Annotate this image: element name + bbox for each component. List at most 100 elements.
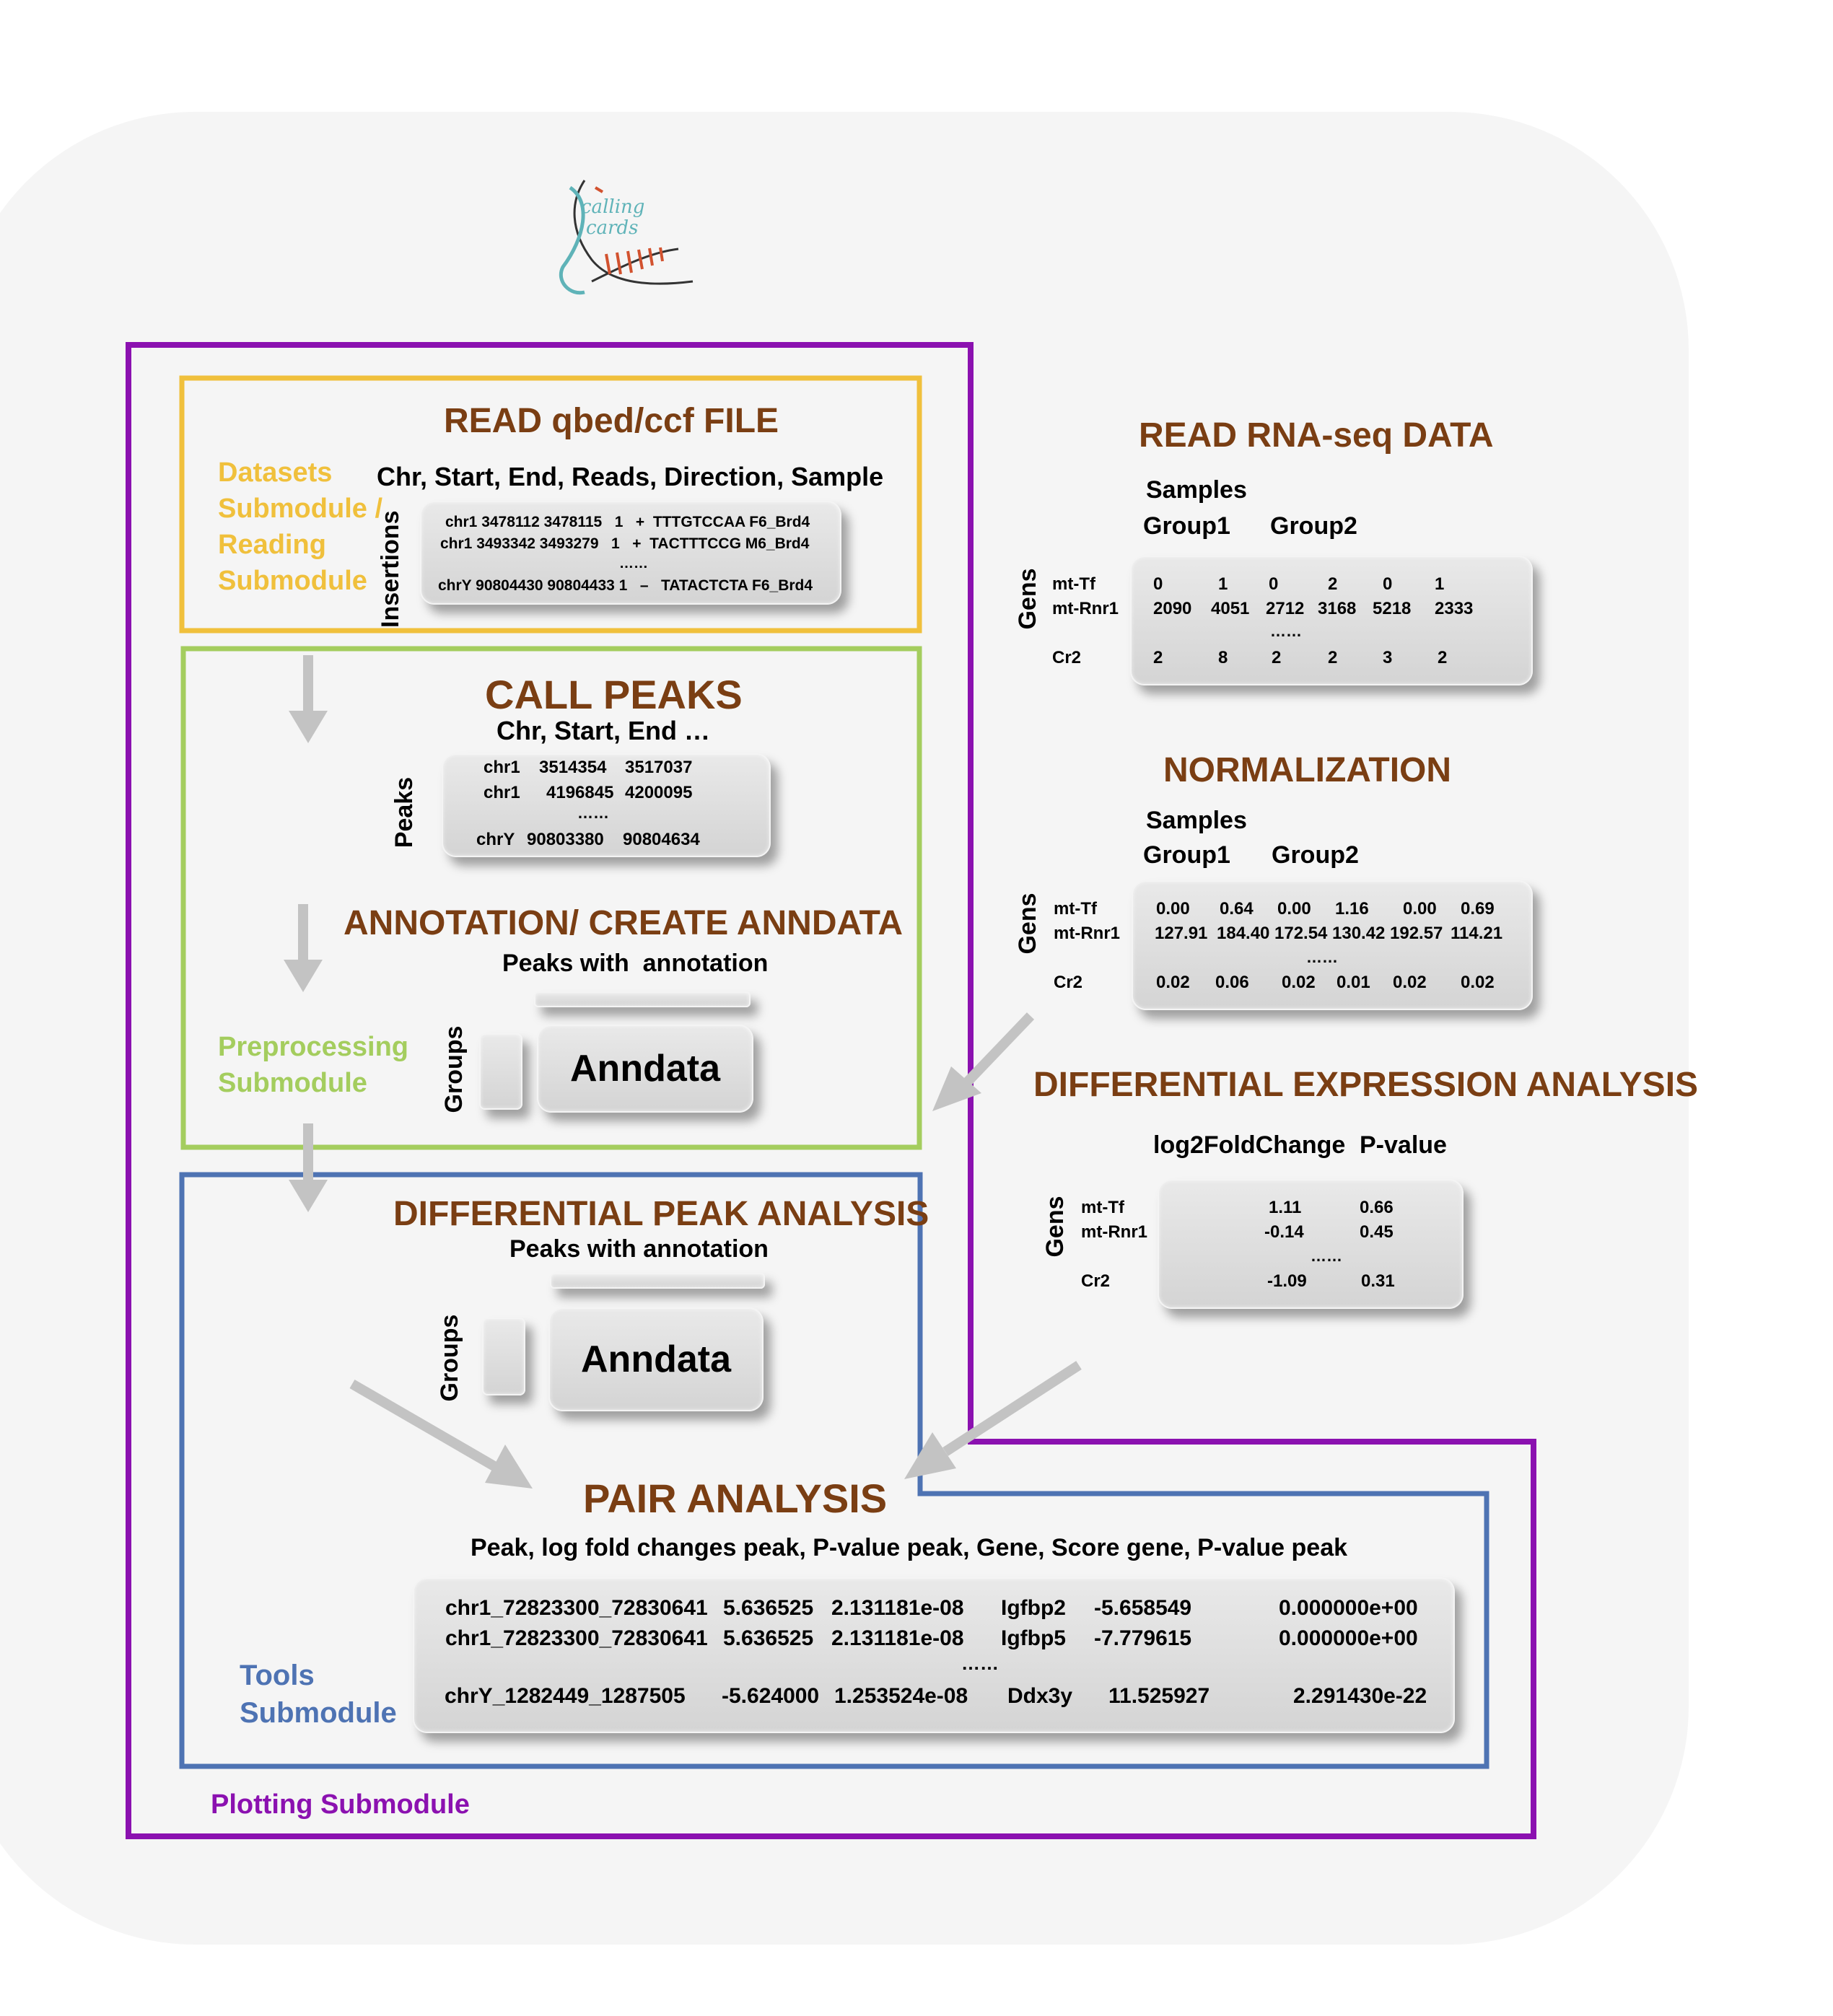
gene-label: Cr2 — [1052, 648, 1082, 667]
preprocessing-submodule-label: Preprocessing Submodule — [218, 1029, 408, 1101]
annotation-title: ANNOTATION/ CREATE ANNDATA — [344, 904, 904, 942]
pair-analysis-panel — [413, 1577, 1455, 1733]
peak-start: 90803380 — [527, 830, 604, 849]
reading-submodule-line: Submodule / — [218, 494, 382, 525]
preprocessing-submodule-line: Preprocessing — [218, 1032, 408, 1062]
dea-col-pvalue: P-value — [1360, 1131, 1447, 1159]
dea-lfc: 1.11 — [1269, 1198, 1302, 1217]
pair-gene: Igfbp2 — [1001, 1596, 1066, 1620]
rna-count: 2 — [1272, 648, 1282, 667]
reading-submodule-label: Datasets Submodule / Reading Submodule — [218, 455, 382, 600]
logo-text-calling: calling — [581, 196, 644, 218]
reading-submodule-line: Reading — [218, 530, 326, 561]
pair-peak: chrY_1282449_1287505 — [445, 1684, 686, 1708]
rna-group2-label: Group2 — [1270, 512, 1357, 540]
pair-pvalue-peak: 1.253524e-08 — [834, 1684, 968, 1708]
plotting-submodule-label: Plotting Submodule — [211, 1789, 470, 1820]
dea-pvalue: 0.45 — [1360, 1222, 1394, 1242]
gene-label: mt-Tf — [1054, 899, 1097, 919]
groups-bar — [482, 1318, 525, 1395]
rna-count: 1 — [1435, 574, 1445, 594]
reading-submodule-line: Submodule — [218, 566, 367, 597]
dea-panel — [1158, 1179, 1464, 1309]
rna-title: READ RNA-seq DATA — [1139, 416, 1494, 455]
norm-value: 0.64 — [1220, 899, 1254, 919]
norm-value: 130.42 — [1332, 924, 1386, 943]
pair-lfc: 5.636525 — [723, 1596, 814, 1620]
annotation-var-bar — [534, 991, 751, 1007]
gene-label: mt-Tf — [1081, 1198, 1124, 1217]
rna-count: 5218 — [1373, 599, 1412, 618]
pair-peak: chr1_72823300_72830641 — [445, 1596, 708, 1620]
norm-value: 1.16 — [1335, 899, 1369, 919]
arrow-diffpeak-to-pair — [349, 1379, 501, 1473]
peaks-axis-label: Peaks — [390, 776, 418, 849]
dea-pvalue: 0.66 — [1360, 1198, 1394, 1217]
anndata-box: Anndata — [548, 1307, 764, 1411]
norm-value: 0.06 — [1215, 973, 1249, 992]
rna-samples-label: Samples — [1146, 476, 1247, 504]
dea-lfc: -1.09 — [1267, 1271, 1307, 1291]
pair-gene: Ddx3y — [1007, 1684, 1073, 1708]
gene-label: Cr2 — [1054, 973, 1083, 992]
norm-samples-label: Samples — [1146, 807, 1247, 834]
pair-pvalue: 0.000000e+00 — [1279, 1596, 1418, 1620]
dea-col-lfc: log2FoldChange — [1153, 1131, 1346, 1159]
norm-value: 0.01 — [1337, 973, 1370, 992]
peak-start: 4196845 — [546, 783, 614, 802]
diff-peak-var-bar — [550, 1273, 765, 1289]
insertion-row: chr1 3493342 3493279 1 + TACTTTCCG M6_Br… — [440, 535, 810, 552]
rna-count: 1 — [1218, 574, 1228, 594]
peak-chr: chrY — [476, 830, 515, 849]
norm-ellipsis: …… — [1306, 948, 1338, 966]
gene-label: mt-Rnr1 — [1081, 1222, 1148, 1242]
insertion-row: chrY 90804430 90804433 1 – TATACTCTA F6_… — [438, 577, 813, 594]
gene-label: mt-Tf — [1052, 574, 1095, 594]
groups-axis-label: Groups — [440, 1025, 468, 1113]
rna-count: 3 — [1383, 648, 1393, 667]
plotting-submodule-frame — [126, 342, 1536, 1839]
peak-end: 90804634 — [623, 830, 700, 849]
norm-value: 184.40 — [1217, 924, 1270, 943]
annotation-subtitle: Peaks with annotation — [502, 950, 769, 977]
rna-count: 2712 — [1266, 599, 1305, 618]
rna-count: 2 — [1153, 648, 1163, 667]
preprocessing-submodule-frame — [180, 646, 922, 1150]
pair-ellipsis: …… — [961, 1652, 999, 1674]
arrow-norm-to-anndata — [963, 1012, 1035, 1086]
pair-lfc: -5.624000 — [722, 1684, 820, 1708]
read-qbed-title: READ qbed/ccf FILE — [444, 402, 779, 440]
pair-gene: Igfbp5 — [1001, 1626, 1066, 1650]
gens-axis-label: Gens — [1014, 568, 1041, 630]
rna-count: 2 — [1328, 574, 1338, 594]
dea-ellipsis: …… — [1311, 1247, 1342, 1265]
norm-value: 172.54 — [1274, 924, 1328, 943]
dea-title: DIFFERENTIAL EXPRESSION ANALYSIS — [1033, 1066, 1699, 1104]
tools-submodule-line: Submodule — [240, 1697, 397, 1729]
insertion-ellipsis: …… — [619, 556, 648, 571]
rna-count: 3168 — [1318, 599, 1357, 618]
arrow-dea-to-pair — [942, 1361, 1082, 1456]
pair-analysis-title: PAIR ANALYSIS — [583, 1476, 888, 1521]
norm-value: 192.57 — [1390, 924, 1443, 943]
peak-ellipsis: …… — [577, 804, 609, 822]
gene-label: Cr2 — [1081, 1271, 1111, 1291]
pair-pvalue-peak: 2.131181e-08 — [831, 1626, 964, 1650]
norm-value: 0.02 — [1282, 973, 1316, 992]
insertion-row: chr1 3478112 3478115 1 + TTTGTCCAA F6_Br… — [445, 514, 810, 530]
normalization-panel — [1132, 880, 1533, 1010]
peak-end: 4200095 — [625, 783, 693, 802]
insertions-axis-label: Insertions — [377, 510, 404, 628]
peak-start: 3514354 — [539, 758, 607, 777]
rna-count: 8 — [1218, 648, 1228, 667]
rna-count: 4051 — [1211, 599, 1250, 618]
insertions-panel — [420, 501, 841, 605]
rna-panel — [1130, 556, 1533, 685]
norm-value: 0.02 — [1461, 973, 1495, 992]
reading-submodule-frame — [179, 375, 922, 634]
pair-pvalue: 2.291430e-22 — [1293, 1684, 1427, 1708]
anndata-box: Anndata — [537, 1025, 753, 1113]
gens-axis-label: Gens — [1014, 893, 1041, 955]
norm-value: 0.00 — [1156, 899, 1190, 919]
rna-count: 0 — [1383, 574, 1393, 594]
